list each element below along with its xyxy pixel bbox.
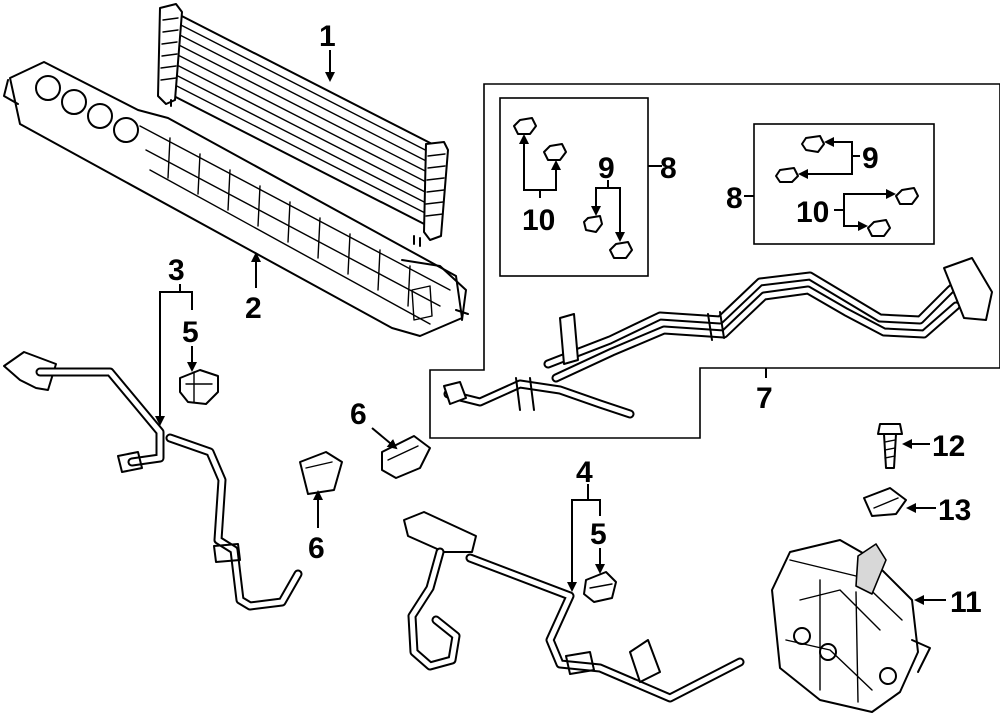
leader-lines xyxy=(155,50,946,605)
callout-labels: 1 2 3 4 5 5 6 6 7 8 8 9 9 10 10 11 12 13 xyxy=(168,20,982,619)
part-8-left-box xyxy=(499,97,649,277)
air-deflector xyxy=(3,61,469,337)
callout-13: 13 xyxy=(938,494,971,527)
nuts-left-box xyxy=(513,117,633,259)
cooler-line-center xyxy=(403,511,745,703)
cooler-line-upper xyxy=(443,257,993,419)
callout-9-left: 9 xyxy=(598,152,615,185)
callout-9-right: 9 xyxy=(862,142,879,175)
callout-6-right: 6 xyxy=(350,398,367,431)
bolt xyxy=(877,423,903,469)
callout-10-right: 10 xyxy=(796,196,829,229)
oil-cooler xyxy=(157,3,449,247)
line-clip-upper xyxy=(179,369,219,405)
cooler-line-left xyxy=(3,351,303,611)
callout-6-left: 6 xyxy=(308,532,325,565)
callout-4: 4 xyxy=(576,456,593,489)
callout-5-lower: 5 xyxy=(590,518,607,551)
callout-12: 12 xyxy=(932,430,965,463)
callout-10-left: 10 xyxy=(522,204,555,237)
nuts-right-box xyxy=(775,135,919,237)
part-8-right-box xyxy=(753,123,935,245)
callout-7: 7 xyxy=(756,382,773,415)
callout-8-left: 8 xyxy=(660,152,677,185)
part-7-box xyxy=(429,83,1000,439)
transmission-module xyxy=(771,539,931,713)
callout-3: 3 xyxy=(168,254,185,287)
callout-8-right: 8 xyxy=(726,182,743,215)
callout-11: 11 xyxy=(950,586,982,619)
line-clip-lower xyxy=(583,571,617,603)
bracket-left xyxy=(299,451,343,495)
callout-2: 2 xyxy=(245,292,262,325)
clip-nut xyxy=(863,487,907,517)
callout-1: 1 xyxy=(319,20,336,53)
callout-5-upper: 5 xyxy=(182,316,199,349)
